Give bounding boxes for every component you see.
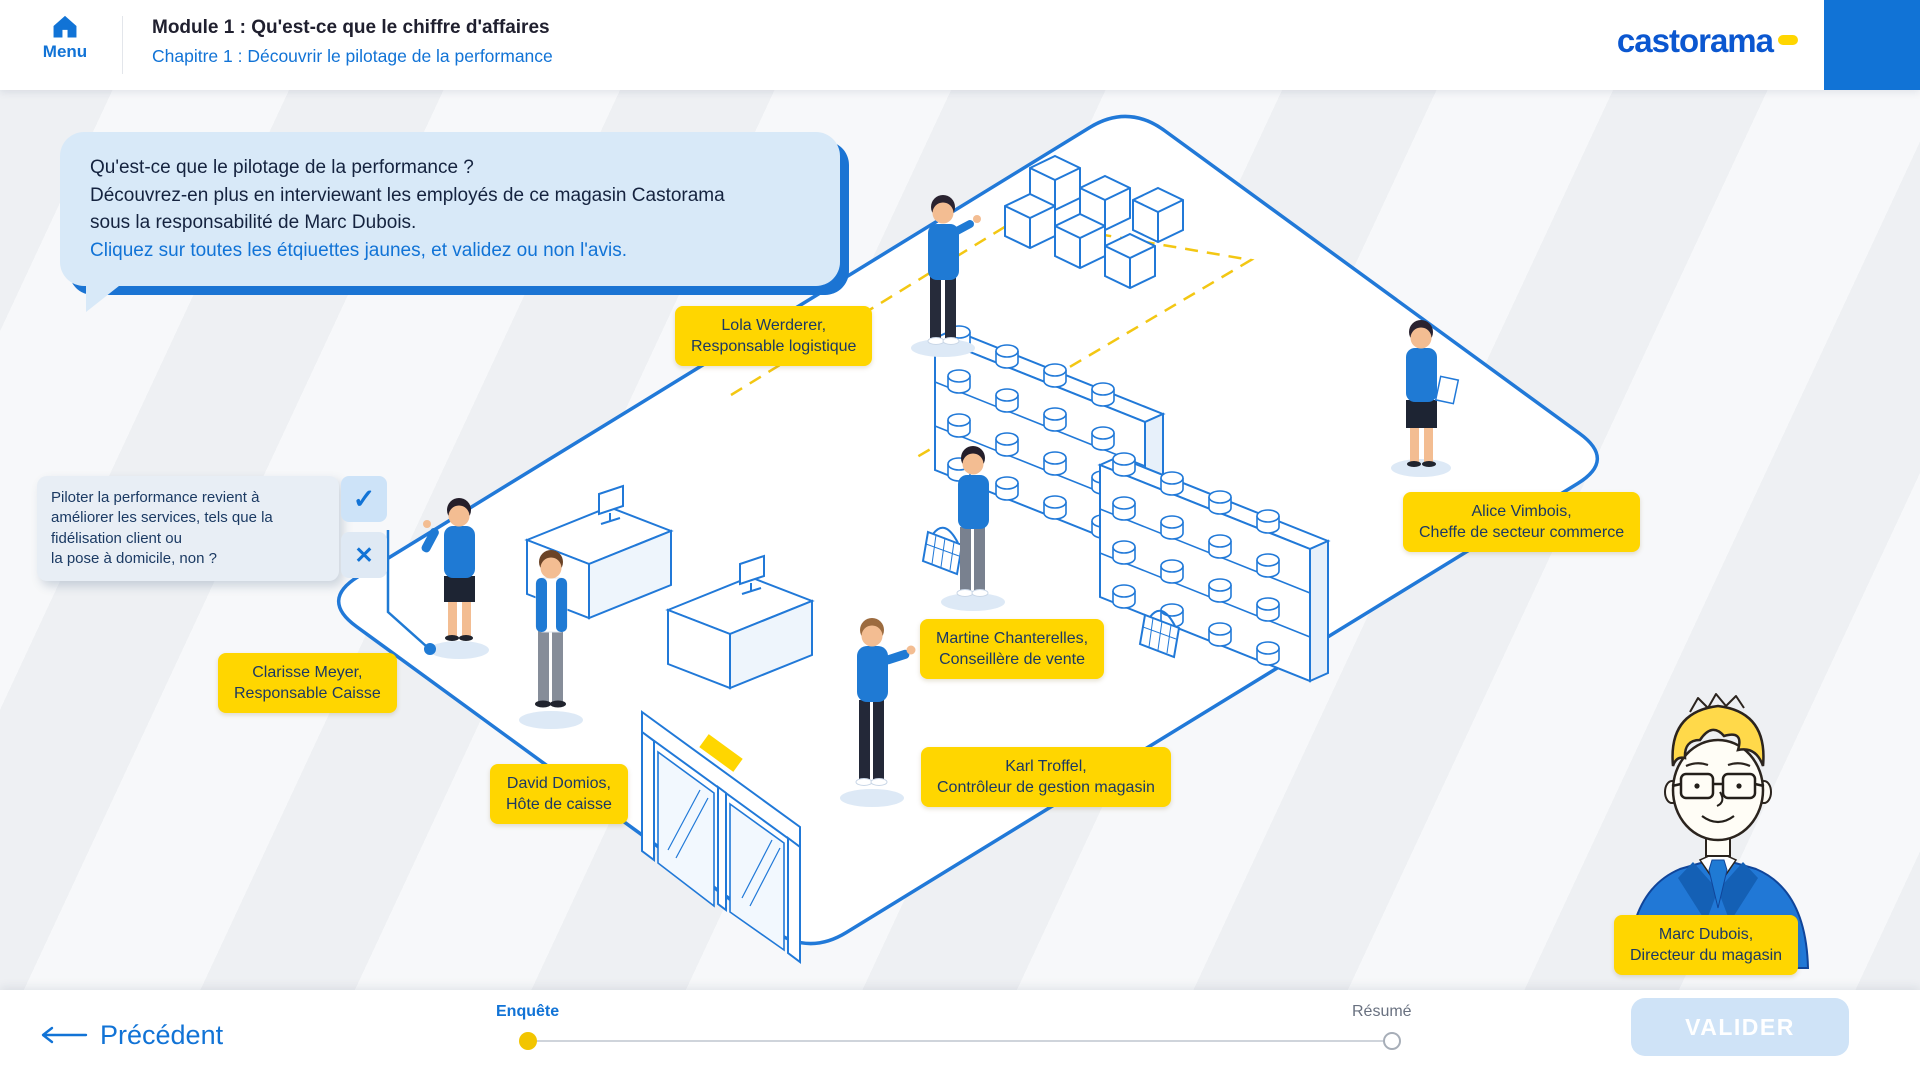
intro-cta: Cliquez sur toutes les étqiuettes jaunes… bbox=[90, 239, 627, 261]
character-tag-david[interactable]: David Domios, Hôte de caisse bbox=[490, 764, 628, 825]
character-name: David Domios, bbox=[506, 775, 611, 792]
character-role: Responsable logistique bbox=[691, 338, 857, 356]
chapter-title: Chapitre 1 : Découvrir le pilotage de la… bbox=[152, 46, 553, 66]
character-role: Hôte de caisse bbox=[506, 796, 612, 814]
character-name: Marc Dubois, bbox=[1658, 926, 1754, 943]
validate-button[interactable]: VALIDER bbox=[1631, 998, 1849, 1056]
opinion-buttons: ✓ ✕ bbox=[341, 476, 387, 578]
header-bar: Menu Module 1 : Qu'est-ce que le chiffre… bbox=[0, 0, 1920, 90]
opinion-bubble: Piloter la performance revient à amélior… bbox=[37, 476, 339, 581]
castorama-logo: castorama bbox=[1617, 22, 1798, 60]
character-tag-lola[interactable]: Lola Werderer, Responsable logistique bbox=[675, 306, 873, 367]
progress-end-dot bbox=[1383, 1032, 1401, 1050]
home-icon bbox=[53, 15, 77, 38]
previous-button[interactable]: Précédent bbox=[36, 990, 223, 1080]
brand-blue-square bbox=[1824, 0, 1920, 90]
character-lola bbox=[911, 195, 981, 357]
header-divider bbox=[122, 16, 123, 74]
character-role: Conseillère de vente bbox=[939, 651, 1085, 669]
intro-speech-bubble: Qu'est-ce que le pilotage de la performa… bbox=[60, 132, 840, 313]
progress-current-dot[interactable] bbox=[519, 1032, 537, 1050]
character-name: Alice Vimbois, bbox=[1471, 503, 1572, 520]
character-name: Martine Chanterelles, bbox=[936, 630, 1089, 647]
intro-line-1: Qu'est-ce que le pilotage de la performa… bbox=[90, 157, 474, 178]
character-tag-clarisse[interactable]: Clarisse Meyer, Responsable Caisse bbox=[218, 653, 397, 714]
menu-button[interactable]: Menu bbox=[30, 12, 100, 62]
character-name: Clarisse Meyer, bbox=[252, 664, 363, 681]
character-role: Directeur du magasin bbox=[1630, 947, 1783, 965]
character-clarisse bbox=[421, 498, 489, 659]
progress-step-enquete: Enquête bbox=[496, 1003, 560, 1020]
character-role: Contrôleur de gestion magasin bbox=[937, 779, 1155, 797]
progress-step-resume: Résumé bbox=[1352, 1003, 1412, 1020]
character-name: Lola Werderer, bbox=[721, 317, 827, 334]
brand-name: castorama bbox=[1616, 22, 1774, 59]
character-role: Responsable Caisse bbox=[234, 685, 381, 703]
menu-label: Menu bbox=[42, 42, 88, 61]
module-title: Module 1 : Qu'est-ce que le chiffre d'af… bbox=[152, 17, 550, 38]
character-tag-karl[interactable]: Karl Troffel, Contrôleur de gestion maga… bbox=[921, 747, 1171, 808]
validate-opinion-button[interactable]: ✓ bbox=[341, 476, 387, 522]
character-karl bbox=[840, 618, 916, 807]
logo-yellow-dash-icon bbox=[1778, 35, 1798, 46]
previous-label: Précédent bbox=[100, 1019, 224, 1050]
store-entrance bbox=[641, 710, 801, 964]
footer-bar: Précédent Enquête Résumé VALIDER bbox=[0, 990, 1920, 1080]
progress-track bbox=[527, 1040, 1392, 1042]
character-role: Cheffe de secteur commerce bbox=[1419, 524, 1625, 542]
character-tag-martine[interactable]: Martine Chanterelles, Conseillère de ven… bbox=[920, 619, 1105, 680]
reject-opinion-button[interactable]: ✕ bbox=[341, 532, 387, 578]
left-arrow-icon bbox=[41, 1026, 88, 1044]
character-david bbox=[519, 550, 583, 729]
character-tag-alice[interactable]: Alice Vimbois, Cheffe de secteur commerc… bbox=[1403, 492, 1641, 553]
opinion-connector-line bbox=[386, 530, 436, 655]
character-tag-marc[interactable]: Marc Dubois, Directeur du magasin bbox=[1614, 915, 1799, 976]
store-scene-illustration bbox=[337, 114, 1810, 969]
character-alice bbox=[1391, 320, 1460, 477]
character-martine bbox=[941, 446, 1005, 611]
character-name: Karl Troffel, bbox=[1005, 758, 1087, 775]
intro-line-2: Découvrez-en plus en interviewant les em… bbox=[90, 184, 725, 234]
